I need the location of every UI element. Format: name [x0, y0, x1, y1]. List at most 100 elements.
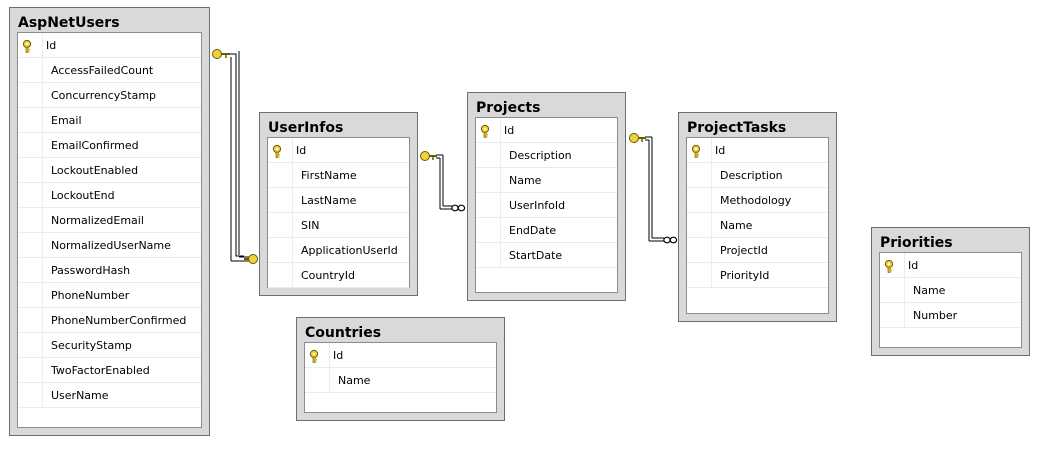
row-selector[interactable] — [476, 143, 501, 167]
row-selector[interactable] — [18, 108, 43, 132]
row-selector[interactable] — [687, 138, 712, 162]
column-name: SIN — [301, 219, 320, 232]
column-row[interactable]: TwoFactorEnabled — [18, 358, 201, 383]
row-selector[interactable] — [18, 158, 43, 182]
column-row[interactable]: Id — [305, 343, 496, 368]
column-name: Id — [46, 39, 57, 52]
column-name: Email — [51, 114, 82, 127]
row-selector[interactable] — [268, 138, 293, 162]
column-row[interactable]: Id — [476, 118, 617, 143]
column-row[interactable]: UserName — [18, 383, 201, 408]
row-selector[interactable] — [476, 118, 501, 142]
row-selector[interactable] — [687, 238, 712, 262]
row-selector[interactable] — [18, 83, 43, 107]
column-row[interactable]: PasswordHash — [18, 258, 201, 283]
column-row[interactable]: Number — [880, 303, 1021, 328]
row-selector[interactable] — [18, 283, 43, 307]
row-selector[interactable] — [268, 188, 293, 212]
column-row[interactable]: Description — [687, 163, 828, 188]
column-row[interactable]: EndDate — [476, 218, 617, 243]
row-selector[interactable] — [18, 33, 43, 57]
column-row[interactable]: Email — [18, 108, 201, 133]
column-row[interactable]: StartDate — [476, 243, 617, 268]
column-row[interactable]: AccessFailedCount — [18, 58, 201, 83]
row-selector[interactable] — [268, 213, 293, 237]
row-selector[interactable] — [305, 368, 330, 392]
column-row[interactable]: NormalizedUserName — [18, 233, 201, 258]
column-row[interactable]: PhoneNumber — [18, 283, 201, 308]
table-title[interactable]: UserInfos — [268, 120, 344, 136]
column-name: Name — [338, 374, 371, 387]
row-selector[interactable] — [305, 343, 330, 367]
row-selector[interactable] — [687, 188, 712, 212]
column-name: UserInfoId — [509, 199, 566, 212]
row-selector[interactable] — [268, 238, 293, 262]
row-selector[interactable] — [476, 218, 501, 242]
row-selector[interactable] — [18, 358, 43, 382]
row-selector[interactable] — [687, 263, 712, 287]
row-selector[interactable] — [18, 133, 43, 157]
primary-key-icon — [884, 258, 900, 273]
table-title[interactable]: Countries — [305, 325, 382, 341]
row-selector[interactable] — [18, 333, 43, 357]
column-row[interactable]: SIN — [268, 213, 409, 238]
column-row[interactable]: ProjectId — [687, 238, 828, 263]
column-row[interactable]: Name — [687, 213, 828, 238]
table-title[interactable]: Priorities — [880, 235, 953, 251]
column-row[interactable]: LastName — [268, 188, 409, 213]
column-name: LastName — [301, 194, 357, 207]
column-row[interactable]: Id — [268, 138, 409, 163]
table-title[interactable]: Projects — [476, 100, 541, 116]
column-row[interactable]: Methodology — [687, 188, 828, 213]
column-row[interactable]: PhoneNumberConfirmed — [18, 308, 201, 333]
column-row[interactable]: ConcurrencyStamp — [18, 83, 201, 108]
row-selector[interactable] — [18, 183, 43, 207]
row-selector[interactable] — [687, 163, 712, 187]
column-row[interactable]: EmailConfirmed — [18, 133, 201, 158]
column-row[interactable]: UserInfoId — [476, 193, 617, 218]
row-selector[interactable] — [476, 243, 501, 267]
column-row[interactable]: Name — [305, 368, 496, 393]
table-title[interactable]: AspNetUsers — [18, 15, 120, 31]
row-selector[interactable] — [476, 168, 501, 192]
column-name: Id — [715, 144, 726, 157]
column-row[interactable]: Id — [880, 253, 1021, 278]
column-row[interactable]: NormalizedEmail — [18, 208, 201, 233]
row-selector[interactable] — [268, 263, 293, 287]
column-row[interactable]: Id — [18, 33, 201, 58]
column-row[interactable]: CountryId — [268, 263, 409, 288]
column-row[interactable]: Description — [476, 143, 617, 168]
row-selector[interactable] — [687, 213, 712, 237]
column-row[interactable]: Id — [687, 138, 828, 163]
row-selector[interactable] — [18, 58, 43, 82]
column-name: Name — [509, 174, 542, 187]
row-selector[interactable] — [18, 258, 43, 282]
table-title[interactable]: ProjectTasks — [687, 120, 787, 136]
column-name: AccessFailedCount — [51, 64, 154, 77]
column-row[interactable]: ApplicationUserId — [268, 238, 409, 263]
row-selector[interactable] — [268, 163, 293, 187]
row-selector[interactable] — [880, 278, 905, 302]
column-name: Methodology — [720, 194, 792, 207]
row-selector[interactable] — [880, 253, 905, 277]
column-row[interactable]: Name — [880, 278, 1021, 303]
row-selector[interactable] — [18, 233, 43, 257]
column-row[interactable]: PriorityId — [687, 263, 828, 288]
column-row[interactable]: LockoutEnd — [18, 183, 201, 208]
row-selector[interactable] — [880, 303, 905, 327]
column-row[interactable]: SecurityStamp — [18, 333, 201, 358]
column-row[interactable]: FirstName — [268, 163, 409, 188]
row-selector[interactable] — [18, 308, 43, 332]
row-selector[interactable] — [18, 383, 43, 407]
row-selector[interactable] — [476, 193, 501, 217]
column-row[interactable]: Name — [476, 168, 617, 193]
column-row[interactable]: LockoutEnabled — [18, 158, 201, 183]
column-name: FirstName — [301, 169, 357, 182]
row-selector[interactable] — [18, 208, 43, 232]
